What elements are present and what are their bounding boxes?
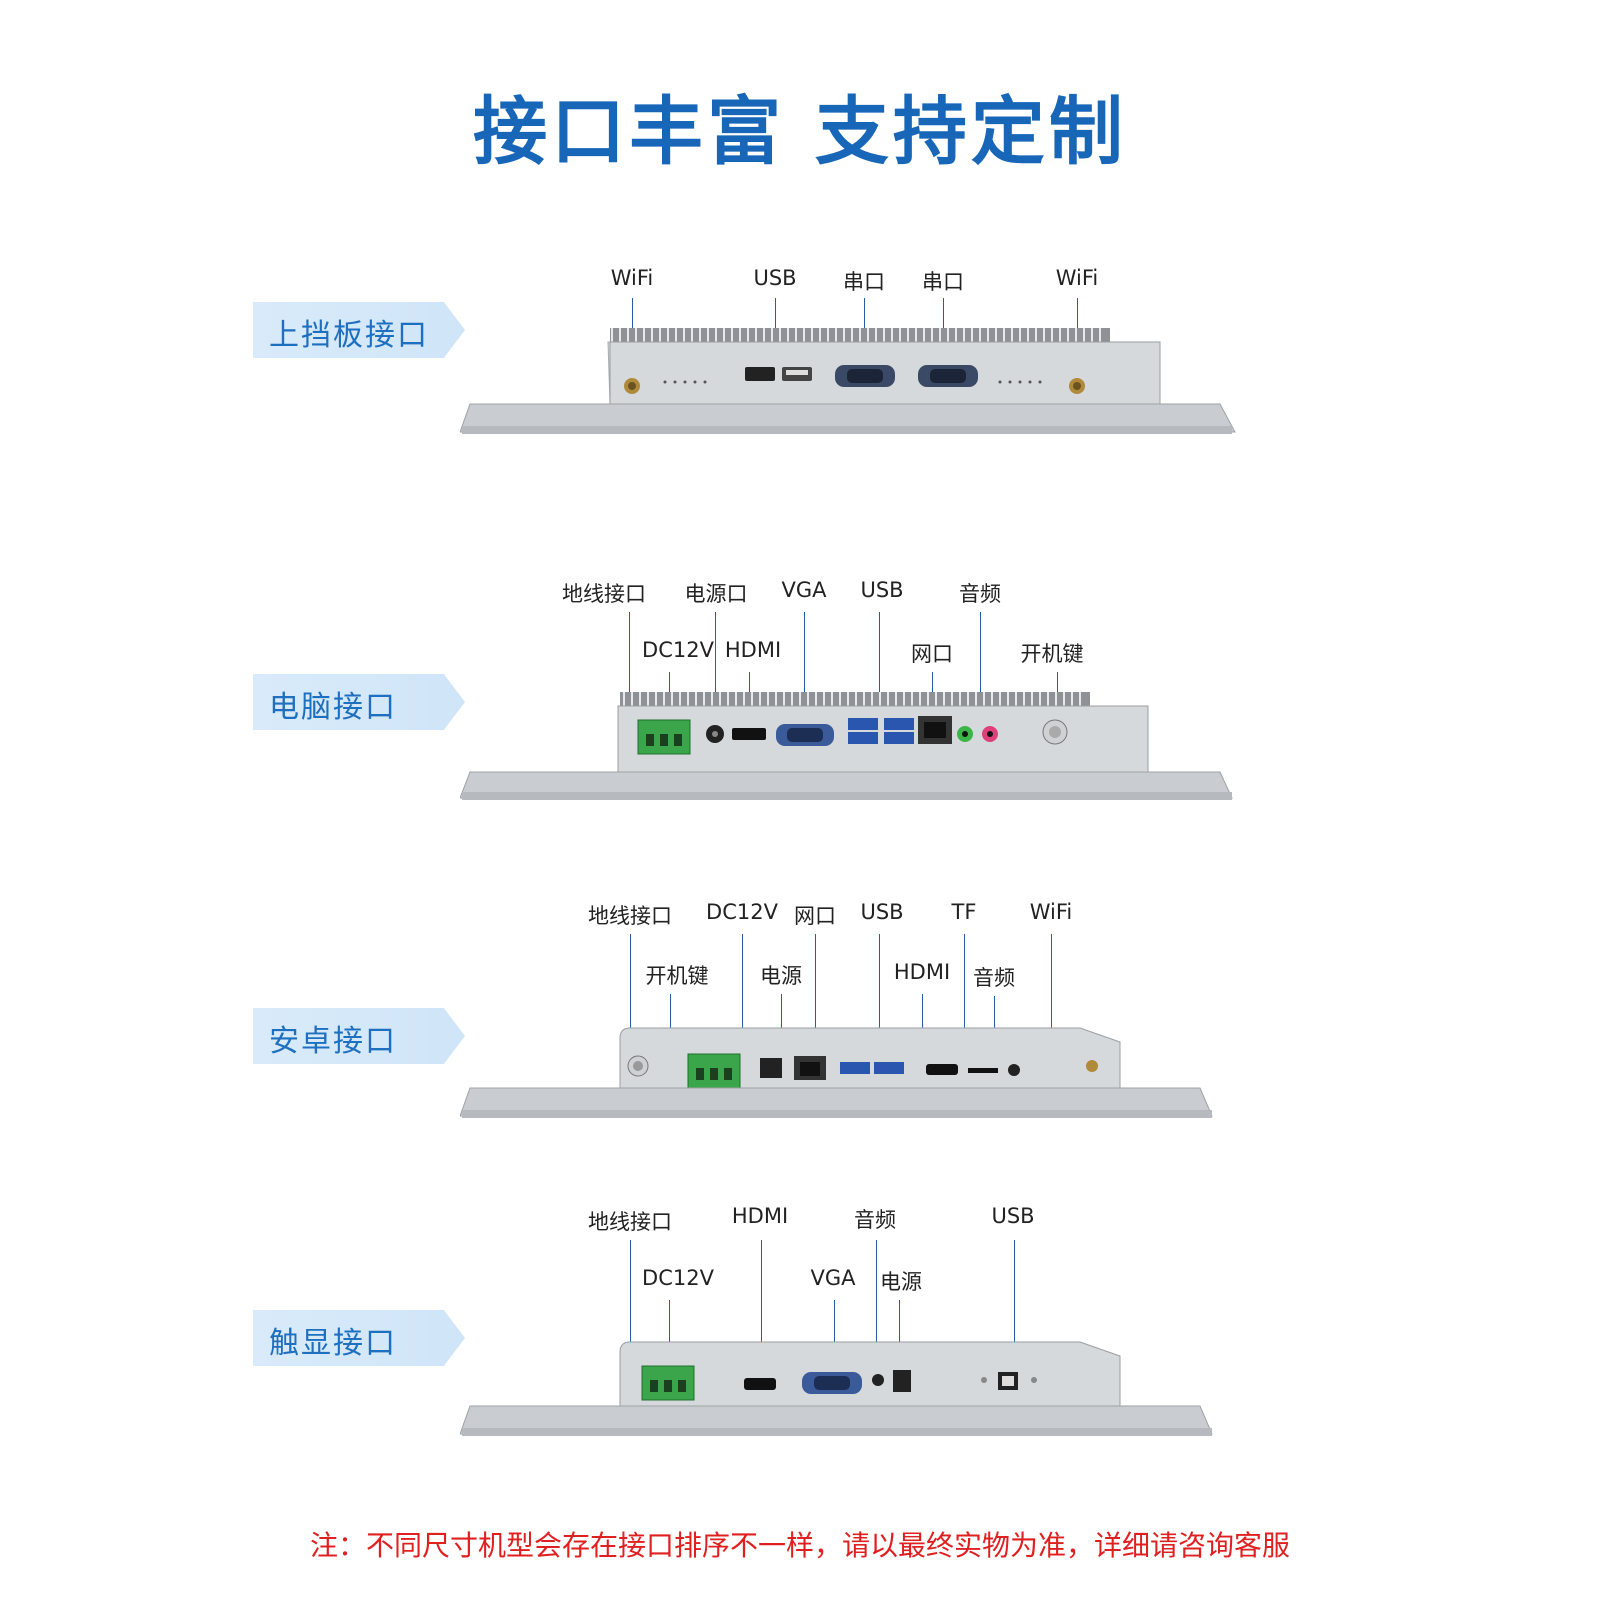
port-label-power: 电源 <box>880 1270 922 1294</box>
leader-line <box>670 994 671 1046</box>
section-tag-label: 触显接口 <box>269 1326 397 1361</box>
leader-line <box>879 934 880 1066</box>
port-label-usb: USB <box>753 266 797 290</box>
leader-line <box>715 612 716 740</box>
port-label-vga: VGA <box>810 1266 856 1290</box>
leader-line <box>669 1300 670 1368</box>
leader-line <box>899 1300 900 1372</box>
port-label-hdmi: HDMI <box>893 960 951 984</box>
port-label-power: 电源 <box>760 964 802 988</box>
port-label-ground: 地线接口 <box>562 582 646 606</box>
section-tag: 上挡板接口 <box>253 302 465 358</box>
port-label-hdmi: HDMI <box>731 1204 789 1228</box>
leader-line <box>761 1240 762 1358</box>
leader-line <box>1051 934 1052 1056</box>
section-tag-label: 上挡板接口 <box>269 318 429 353</box>
device-panel-illustration <box>460 328 1236 434</box>
port-label-usb: USB <box>860 900 904 924</box>
port-label-lan: 网口 <box>911 642 953 666</box>
port-label-dc12v: DC12V <box>642 638 714 662</box>
port-label-usb: USB <box>860 578 904 602</box>
device-panel-illustration <box>460 1027 1213 1118</box>
port-label-power-button: 开机键 <box>645 964 709 988</box>
port-label-audio: 音频 <box>973 966 1015 990</box>
device-panel-illustration <box>460 692 1233 800</box>
port-label-audio: 音频 <box>854 1208 896 1232</box>
leader-line <box>876 1240 877 1372</box>
section-tag: 安卓接口 <box>253 1008 465 1064</box>
leader-line <box>815 934 816 1062</box>
port-label-wifi: WiFi <box>610 266 654 290</box>
leader-line <box>804 612 805 740</box>
port-label-vga: VGA <box>781 578 827 602</box>
port-label-lan: 网口 <box>794 904 836 928</box>
port-label-power-port: 电源口 <box>684 582 748 606</box>
port-label-dc12v: DC12V <box>642 1266 714 1290</box>
leader-line <box>964 934 965 1068</box>
port-label-tf: TF <box>951 900 977 924</box>
page-title: 接口丰富 支持定制 <box>473 89 1127 175</box>
leader-line <box>781 994 782 1060</box>
leader-line <box>1014 1240 1015 1374</box>
section-tag: 电脑接口 <box>253 674 465 730</box>
leader-line <box>834 1300 835 1368</box>
port-label-audio: 音频 <box>959 582 1001 606</box>
port-label-ground: 地线接口 <box>588 904 672 928</box>
port-label-power-button: 开机键 <box>1020 642 1084 666</box>
leader-line <box>630 934 631 1058</box>
port-label-serial: 串口 <box>843 270 885 294</box>
leader-line <box>629 612 630 732</box>
port-label-hdmi: HDMI <box>724 638 782 662</box>
section-tag-label: 电脑接口 <box>269 690 397 725</box>
leader-line <box>742 934 743 1054</box>
port-label-ground: 地线接口 <box>588 1210 672 1234</box>
leader-line <box>980 612 981 744</box>
section-tag-label: 安卓接口 <box>269 1024 397 1059</box>
leader-line <box>630 1240 631 1370</box>
port-label-wifi: WiFi <box>1055 266 1099 290</box>
device-panel-illustration <box>460 1341 1213 1436</box>
leader-line <box>879 612 880 730</box>
section-tag: 触显接口 <box>253 1310 465 1366</box>
disclaimer-note: 注：不同尺寸机型会存在接口排序不一样，请以最终实物为准，详细请咨询客服 <box>309 1529 1290 1562</box>
port-label-wifi: WiFi <box>1029 900 1073 924</box>
port-label-serial: 串口 <box>922 270 964 294</box>
port-label-dc12v: DC12V <box>706 900 778 924</box>
port-label-usb: USB <box>991 1204 1035 1228</box>
